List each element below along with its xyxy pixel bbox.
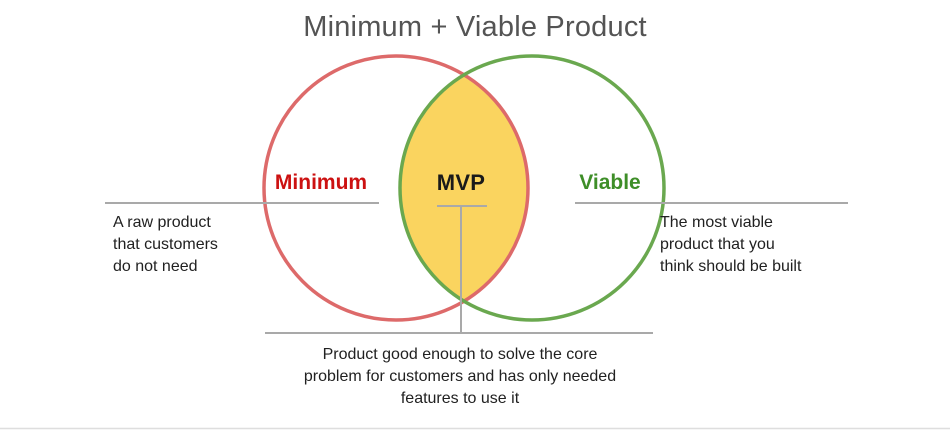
viable-label: Viable [579, 171, 641, 194]
mvp-annotation: Product good enough to solve the core pr… [303, 346, 617, 407]
mvp-label: MVP [436, 170, 486, 195]
viable-annotation: The most viable product that you think s… [660, 214, 802, 275]
minimum-label: Minimum [274, 171, 368, 194]
viable-circle [398, 54, 666, 322]
minimum-circle [262, 54, 530, 322]
minimum-annotation: A raw product that customers do not need [113, 214, 218, 275]
diagram-title: Minimum + Viable Product [303, 11, 647, 43]
mvp-intersection-area [399, 75, 528, 301]
